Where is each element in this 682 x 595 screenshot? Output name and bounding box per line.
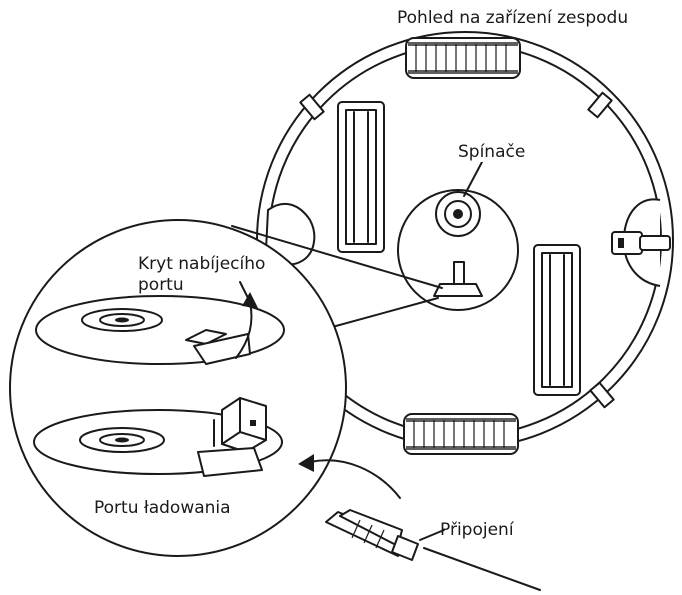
bottom-track-wheel xyxy=(403,413,519,455)
bottom-view-label: Pohled na zařízení zespodu xyxy=(397,8,629,28)
left-brush-roller xyxy=(337,101,385,253)
right-side-connector xyxy=(611,231,671,255)
switches-label: Spínače xyxy=(456,142,528,162)
port-cover-label-line2: portu xyxy=(136,275,186,295)
magnifier-circle xyxy=(9,219,401,557)
right-brush-roller xyxy=(533,244,581,396)
charging-port-open xyxy=(197,397,267,477)
top-track-wheel xyxy=(405,37,521,79)
center-hub xyxy=(397,189,519,311)
switches-leader xyxy=(463,161,483,197)
rim-clip xyxy=(589,381,615,409)
connection-label: Připojení xyxy=(440,520,514,540)
rim-clip xyxy=(587,91,613,119)
port-cover-label-line1: Kryt nabíjecího xyxy=(136,254,268,274)
switch-icon xyxy=(435,191,481,237)
hub-charging-port xyxy=(433,261,483,297)
cable-connector xyxy=(325,509,541,591)
charging-port-label: Portu ładowania xyxy=(92,498,233,518)
magnifier-line-top xyxy=(231,225,443,289)
rim-clip xyxy=(299,93,325,121)
port-cover-closed xyxy=(185,329,227,345)
